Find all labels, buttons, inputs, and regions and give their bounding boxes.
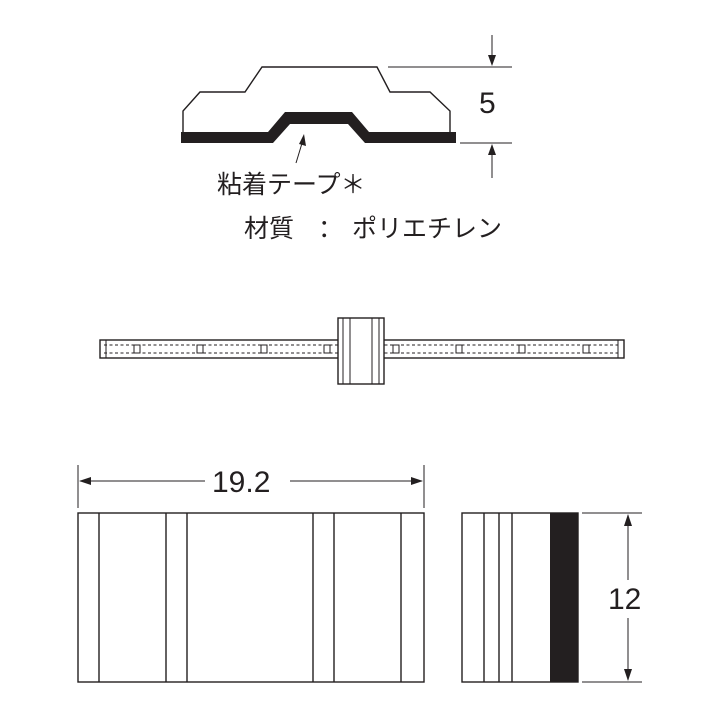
center-block: [337, 317, 385, 385]
depth-dimension: 12: [582, 512, 642, 683]
side-view: [461, 512, 579, 683]
strip-node: [260, 344, 268, 354]
tape-leader-arrowhead: [299, 134, 306, 146]
width-arrowhead-right: [411, 477, 423, 485]
strip-node: [323, 344, 331, 354]
front-outline: [77, 512, 425, 683]
strip-node: [518, 344, 526, 354]
material-label: 材質: [244, 214, 294, 243]
strip-node: [582, 344, 590, 354]
side-adhesive-tape: [550, 513, 578, 682]
width-arrowhead-left: [79, 477, 91, 485]
strip-node: [455, 344, 463, 354]
top-view-strip: [99, 317, 625, 385]
depth-arrowhead-bottom: [624, 669, 632, 681]
height-label: 5: [479, 87, 496, 120]
height-arrowhead-top: [488, 55, 496, 66]
side-profile-view: [181, 66, 456, 164]
depth-label: 12: [608, 583, 641, 616]
width-dimension: 19.2: [77, 465, 425, 508]
front-view: [77, 512, 425, 683]
height-dimension: 5: [388, 35, 512, 178]
profile-outline: [182, 66, 451, 133]
adhesive-tape-label: 粘着テープ＊: [217, 170, 366, 199]
strip-node: [133, 344, 141, 354]
material-value: ポリエチレン: [352, 214, 502, 243]
width-label: 19.2: [212, 466, 270, 499]
material-separator: ：: [318, 214, 343, 243]
height-arrowhead-bottom: [488, 144, 496, 155]
depth-arrowhead-top: [624, 514, 632, 526]
strip-node: [196, 344, 204, 354]
strip-node: [392, 344, 400, 354]
adhesive-tape-strip: [181, 112, 456, 143]
